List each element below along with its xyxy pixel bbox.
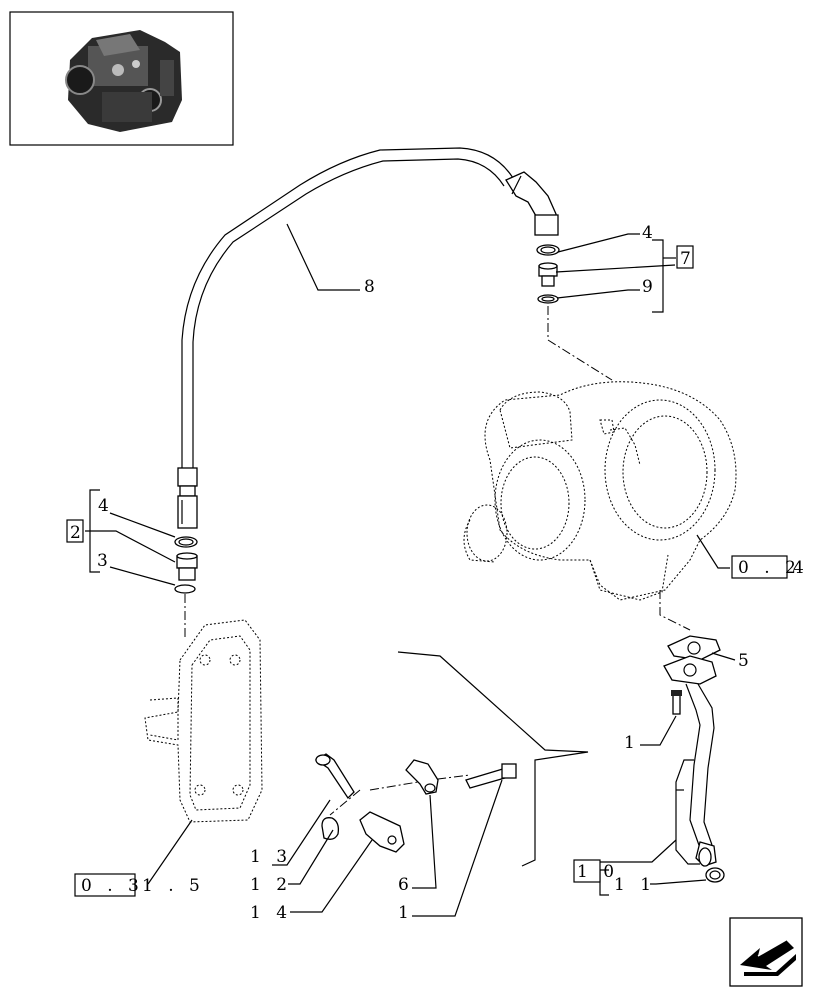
- callout-7[interactable]: 7: [680, 249, 696, 269]
- kit-box-7[interactable]: [676, 245, 694, 269]
- oil-feed-pipe: [177, 147, 559, 529]
- clamp-6: [405, 759, 439, 795]
- callout-4-left[interactable]: 4: [98, 496, 114, 516]
- callout-13[interactable]: 1 3: [250, 847, 292, 867]
- callout-4-top[interactable]: 4: [642, 223, 658, 243]
- callout-1-bottom[interactable]: 1: [398, 903, 414, 923]
- left-union-fitting: [176, 552, 198, 581]
- kit-box-2[interactable]: [66, 519, 84, 543]
- kit-box-10[interactable]: [573, 859, 601, 883]
- return-pipe-seal-11: [705, 867, 725, 883]
- ref-box-0315[interactable]: [74, 873, 136, 897]
- callout-10[interactable]: 1 0: [577, 862, 619, 882]
- callout-1-right[interactable]: 1: [624, 733, 640, 753]
- left-seal-ring-3: [174, 584, 196, 594]
- upper-seal-ring: [536, 244, 560, 256]
- callout-2[interactable]: 2: [70, 523, 86, 543]
- turbocharger-phantom: [463, 381, 737, 601]
- ref-box-024[interactable]: [731, 555, 788, 579]
- arrow-icon[interactable]: [729, 917, 803, 987]
- oil-filter-housing-phantom: [144, 619, 263, 823]
- kit-bracket-2: [89, 489, 100, 573]
- callout-14[interactable]: 1 4: [250, 903, 292, 923]
- ref-024[interactable]: 0 . 2: [738, 558, 801, 578]
- spacer-12: [321, 817, 340, 840]
- clamp-screw-1: [465, 763, 517, 789]
- callout-6[interactable]: 6: [398, 875, 414, 895]
- oil-return-pipe: [663, 655, 717, 867]
- flange-screw-1: [671, 690, 682, 715]
- leader-lines: [85, 223, 736, 917]
- callout-12[interactable]: 1 2: [250, 875, 292, 895]
- ref-024-suffix[interactable]: 4: [793, 558, 809, 578]
- callout-11[interactable]: 1 1: [614, 875, 656, 895]
- callout-8[interactable]: 8: [364, 277, 380, 297]
- upper-union-fitting: [538, 262, 558, 287]
- engine-icon: [65, 30, 182, 132]
- callout-3[interactable]: 3: [97, 551, 113, 571]
- ref-0315[interactable]: 0 . 3: [81, 876, 144, 896]
- engine-thumbnail[interactable]: [9, 11, 234, 146]
- ref-0315-suffix[interactable]: 1 . 5: [142, 876, 205, 896]
- return-pipe-gasket-5: [667, 635, 721, 661]
- clamp-screw-13: [314, 753, 355, 800]
- kit-bracket-7: [652, 239, 676, 313]
- bracket-14: [359, 811, 405, 853]
- callout-9[interactable]: 9: [642, 277, 658, 297]
- lower-seal-ring: [537, 294, 559, 304]
- callout-5[interactable]: 5: [738, 651, 754, 671]
- left-seal-ring-4: [174, 536, 198, 548]
